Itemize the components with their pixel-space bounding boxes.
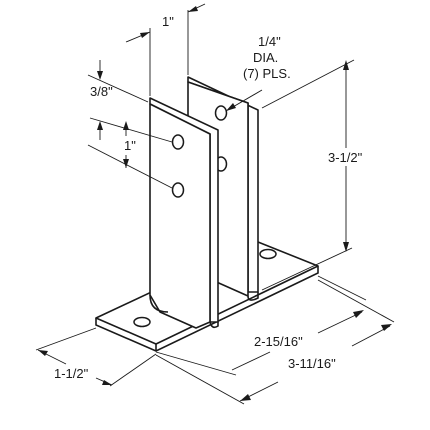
label-base-width: 1-1/2" xyxy=(54,366,89,381)
label-edge-offset: 3/8" xyxy=(90,84,113,99)
dim-top-width xyxy=(125,3,206,96)
label-height: 3-1/2" xyxy=(328,150,363,165)
label-hole-spec-1: 1/4" xyxy=(258,34,281,49)
label-hole-spacing: 1" xyxy=(124,138,136,153)
base-hole-back xyxy=(259,248,277,260)
dim-height xyxy=(261,59,355,291)
dim-base-width xyxy=(35,327,157,387)
base-hole-front xyxy=(133,316,151,328)
label-inner-length: 2-15/16" xyxy=(254,334,303,349)
front-upright xyxy=(149,97,219,329)
dim-overall-length xyxy=(155,279,395,405)
hole-spec-leader xyxy=(225,89,263,112)
dim-inner-length xyxy=(155,275,367,376)
front-hole-top xyxy=(171,134,185,150)
label-top-width: 1" xyxy=(162,14,174,29)
label-hole-spec-3: (7) PLS. xyxy=(243,66,291,81)
front-hole-bottom xyxy=(171,182,185,198)
dim-hole-spacing xyxy=(87,121,173,189)
label-hole-spec-2: DIA. xyxy=(253,50,278,65)
rear-hole-top xyxy=(214,105,228,121)
label-overall-length: 3-11/16" xyxy=(288,356,336,371)
dim-edge-offset xyxy=(87,60,173,143)
